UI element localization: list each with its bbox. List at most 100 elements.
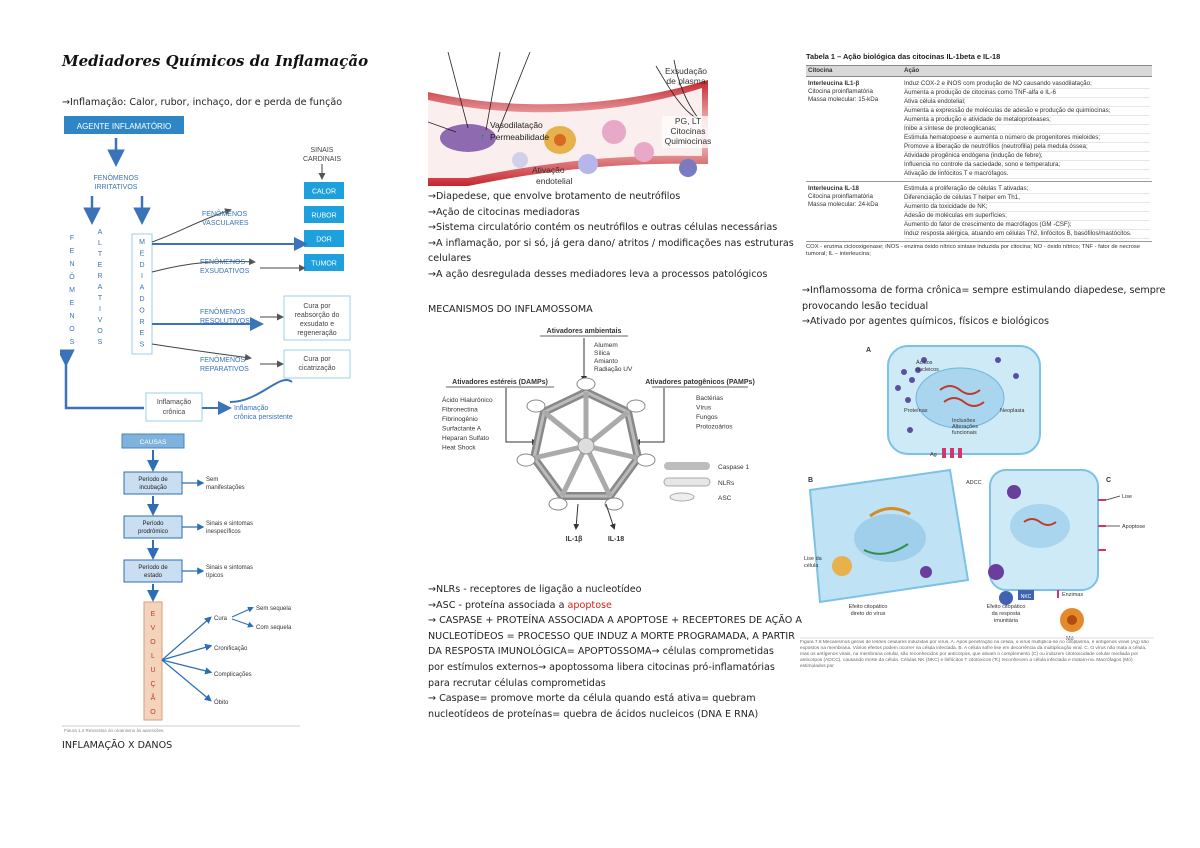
exs1-label: FENÔMENOS bbox=[200, 257, 245, 266]
cell-line: Citocina proinflamatória bbox=[808, 193, 873, 200]
vertical-letter: A bbox=[98, 229, 103, 236]
bullet-line: →Inflamossoma de forma crônica= sempre e… bbox=[802, 285, 1166, 296]
mo-label: Mó bbox=[1066, 636, 1074, 642]
inc-b-label: Alterações bbox=[952, 424, 978, 430]
amb-label: Ativadores ambientais bbox=[547, 328, 622, 335]
pg1-label: PG, LT bbox=[675, 116, 701, 126]
action-line: Aumenta a expressão de moléculas de ades… bbox=[904, 107, 1150, 116]
sinal-label: TUMOR bbox=[311, 261, 337, 268]
ativador-item: Ácido Hialurônico bbox=[442, 395, 493, 404]
vertical-letter: T bbox=[98, 251, 103, 258]
action-line: Aumenta a produção e atividade de metalo… bbox=[904, 116, 1150, 125]
vertical-letter: L bbox=[151, 653, 155, 660]
cell-line: Citocina proinflamatória bbox=[808, 88, 873, 95]
sinal-label: CALOR bbox=[312, 189, 336, 196]
agente-label: AGENTE INFLAMATÓRIO bbox=[77, 122, 172, 131]
vertical-letter: E bbox=[70, 300, 75, 307]
asc-text: →ASC - proteína associada a bbox=[428, 599, 568, 611]
action-line: Aumenta a produção de citocinas como TNF… bbox=[904, 89, 1150, 98]
vertical-letter: Ô bbox=[69, 272, 75, 281]
vertical-letter: D bbox=[139, 262, 144, 269]
bullet-line: DA RESPOSTA IMUNOLÓGICA= APOPTOSSOMA→ cé… bbox=[428, 646, 774, 658]
cr1-label: Inflamação bbox=[157, 399, 191, 406]
cell-line: Massa molecular: 24-kDa bbox=[808, 201, 879, 208]
out2-label: IL-18 bbox=[608, 536, 624, 543]
vertical-letter: O bbox=[139, 307, 145, 314]
lise-label: Lise bbox=[1122, 494, 1132, 500]
tip1-label: Sinais e sintomas bbox=[206, 565, 253, 571]
cura-label: cicatrização bbox=[299, 365, 336, 372]
sinal-box bbox=[304, 254, 344, 271]
sinal-box bbox=[304, 206, 344, 223]
ac1-label: Ácidos bbox=[916, 359, 933, 366]
vertical-letter: D bbox=[139, 296, 144, 303]
exs2-label: EXSUDATIVOS bbox=[200, 268, 250, 275]
inc-c-label: funcionais bbox=[952, 430, 977, 436]
vertical-letter: E bbox=[151, 611, 156, 618]
cr2-label: crônica bbox=[163, 409, 186, 416]
vertical-letter: A bbox=[98, 284, 103, 291]
page-title: Mediadores Químicos da Inflamação bbox=[62, 52, 369, 70]
vertical-letter: I bbox=[141, 273, 143, 280]
vertical-letter: N bbox=[69, 261, 74, 268]
sin2-label: CARDINAIS bbox=[303, 156, 341, 163]
bullet-line: para recrutar células comprometidas bbox=[428, 677, 606, 689]
figure-caption: Figura 7.8 Mecanismos gerais de lesões c… bbox=[800, 640, 1149, 669]
ei1-label: Efeito citopático bbox=[987, 604, 1026, 610]
vertical-letter: Ç bbox=[150, 681, 155, 688]
col2-bullets-bottom: →NLRs - receptores de ligação a nucleotí… bbox=[428, 582, 802, 722]
irr1-label: FENÔMENOS bbox=[93, 173, 138, 182]
table-cell-il1-actions: Induz COX-2 e iNOS com produção de NO ca… bbox=[904, 80, 1150, 179]
est2-label: estado bbox=[144, 573, 163, 579]
action-line: Inibe a síntese de proteoglicanas; bbox=[904, 125, 1150, 134]
cell-line: Interleucina IL-18 bbox=[808, 185, 859, 192]
vertical-letter: M bbox=[139, 239, 145, 246]
est1-label: Período de bbox=[138, 565, 168, 571]
cura-label: Cura bbox=[214, 616, 228, 622]
ativador-item: Bactérias bbox=[696, 395, 724, 402]
vertical-letter: O bbox=[150, 709, 156, 716]
causas-label: CAUSAS bbox=[140, 439, 167, 446]
sem2-label: manifestações bbox=[206, 485, 245, 491]
vessel-illustration: Exsudação de plasma PG, LT Citocinas Qui… bbox=[428, 52, 714, 186]
svg-text:↑: ↑ bbox=[480, 132, 485, 143]
cura-label: Cura por bbox=[303, 356, 331, 363]
prot-label: Proteínas bbox=[904, 408, 928, 414]
action-line: Induz resposta alérgica, atuando em célu… bbox=[904, 230, 1150, 239]
leg1-label: Caspase 1 bbox=[718, 464, 749, 471]
vas1-label: FENÔMENOS bbox=[202, 209, 247, 218]
neo-label: Neoplasia bbox=[1000, 408, 1025, 414]
action-line: Estimula a proliferação de células T ati… bbox=[904, 185, 1150, 194]
pg2-label: Citocinas bbox=[671, 126, 706, 136]
ed2-label: direto do vírus bbox=[851, 611, 886, 617]
col3-bullets: →Inflamossoma de forma crônica= sempre e… bbox=[802, 283, 1165, 330]
ativador-item: Fungos bbox=[696, 414, 718, 421]
vertical-letter: U bbox=[150, 667, 155, 674]
vertical-letter: V bbox=[151, 625, 156, 632]
section-heading: MECANISMOS DO INFLAMOSSOMA bbox=[428, 304, 593, 315]
ativador-item: Vírus bbox=[696, 405, 712, 412]
pro2-label: prodrômico bbox=[138, 529, 169, 535]
bullet-line: →A inflamação, por si só, já gera dano/ … bbox=[428, 237, 794, 249]
exs-b-label: de plasma bbox=[666, 76, 705, 86]
ativador-item: Sílica bbox=[594, 350, 610, 357]
table-header-acao: Ação bbox=[904, 67, 920, 74]
nkc-label: NKC bbox=[1021, 594, 1032, 600]
action-line: Ativação de linfócitos T e macrófagos. bbox=[904, 170, 1150, 179]
table-cell-il1-name: Interleucina IL1-β Citocina proinflamató… bbox=[808, 80, 904, 179]
action-line: Aumento do fator de crescimento de macró… bbox=[904, 221, 1150, 230]
table-title: Tabela 1 – Ação biológica das citocinas … bbox=[806, 52, 1001, 61]
vertical-letter: L bbox=[98, 240, 102, 247]
vertical-letter: E bbox=[70, 248, 75, 255]
fig12-label: Figura 1.2 Respostas do organismo às agr… bbox=[64, 728, 165, 732]
vertical-letter: O bbox=[150, 639, 156, 646]
ativador-item: Heparan Sulfato bbox=[442, 435, 489, 442]
bullet-line: → CASPASE + PROTEÍNA ASSOCIADA A APOPTOS… bbox=[428, 615, 802, 627]
ine2-label: inespecíficos bbox=[206, 529, 241, 535]
ativador-item: Radiação UV bbox=[594, 366, 633, 373]
lA-label: A bbox=[866, 347, 871, 354]
vas2-label: VASCULARES bbox=[202, 220, 249, 227]
ac2-label: nucleicos bbox=[916, 367, 939, 373]
bullet-line: →Diapedese, que envolve brotamento de ne… bbox=[428, 191, 681, 202]
at2-label: endotelial bbox=[536, 176, 573, 186]
